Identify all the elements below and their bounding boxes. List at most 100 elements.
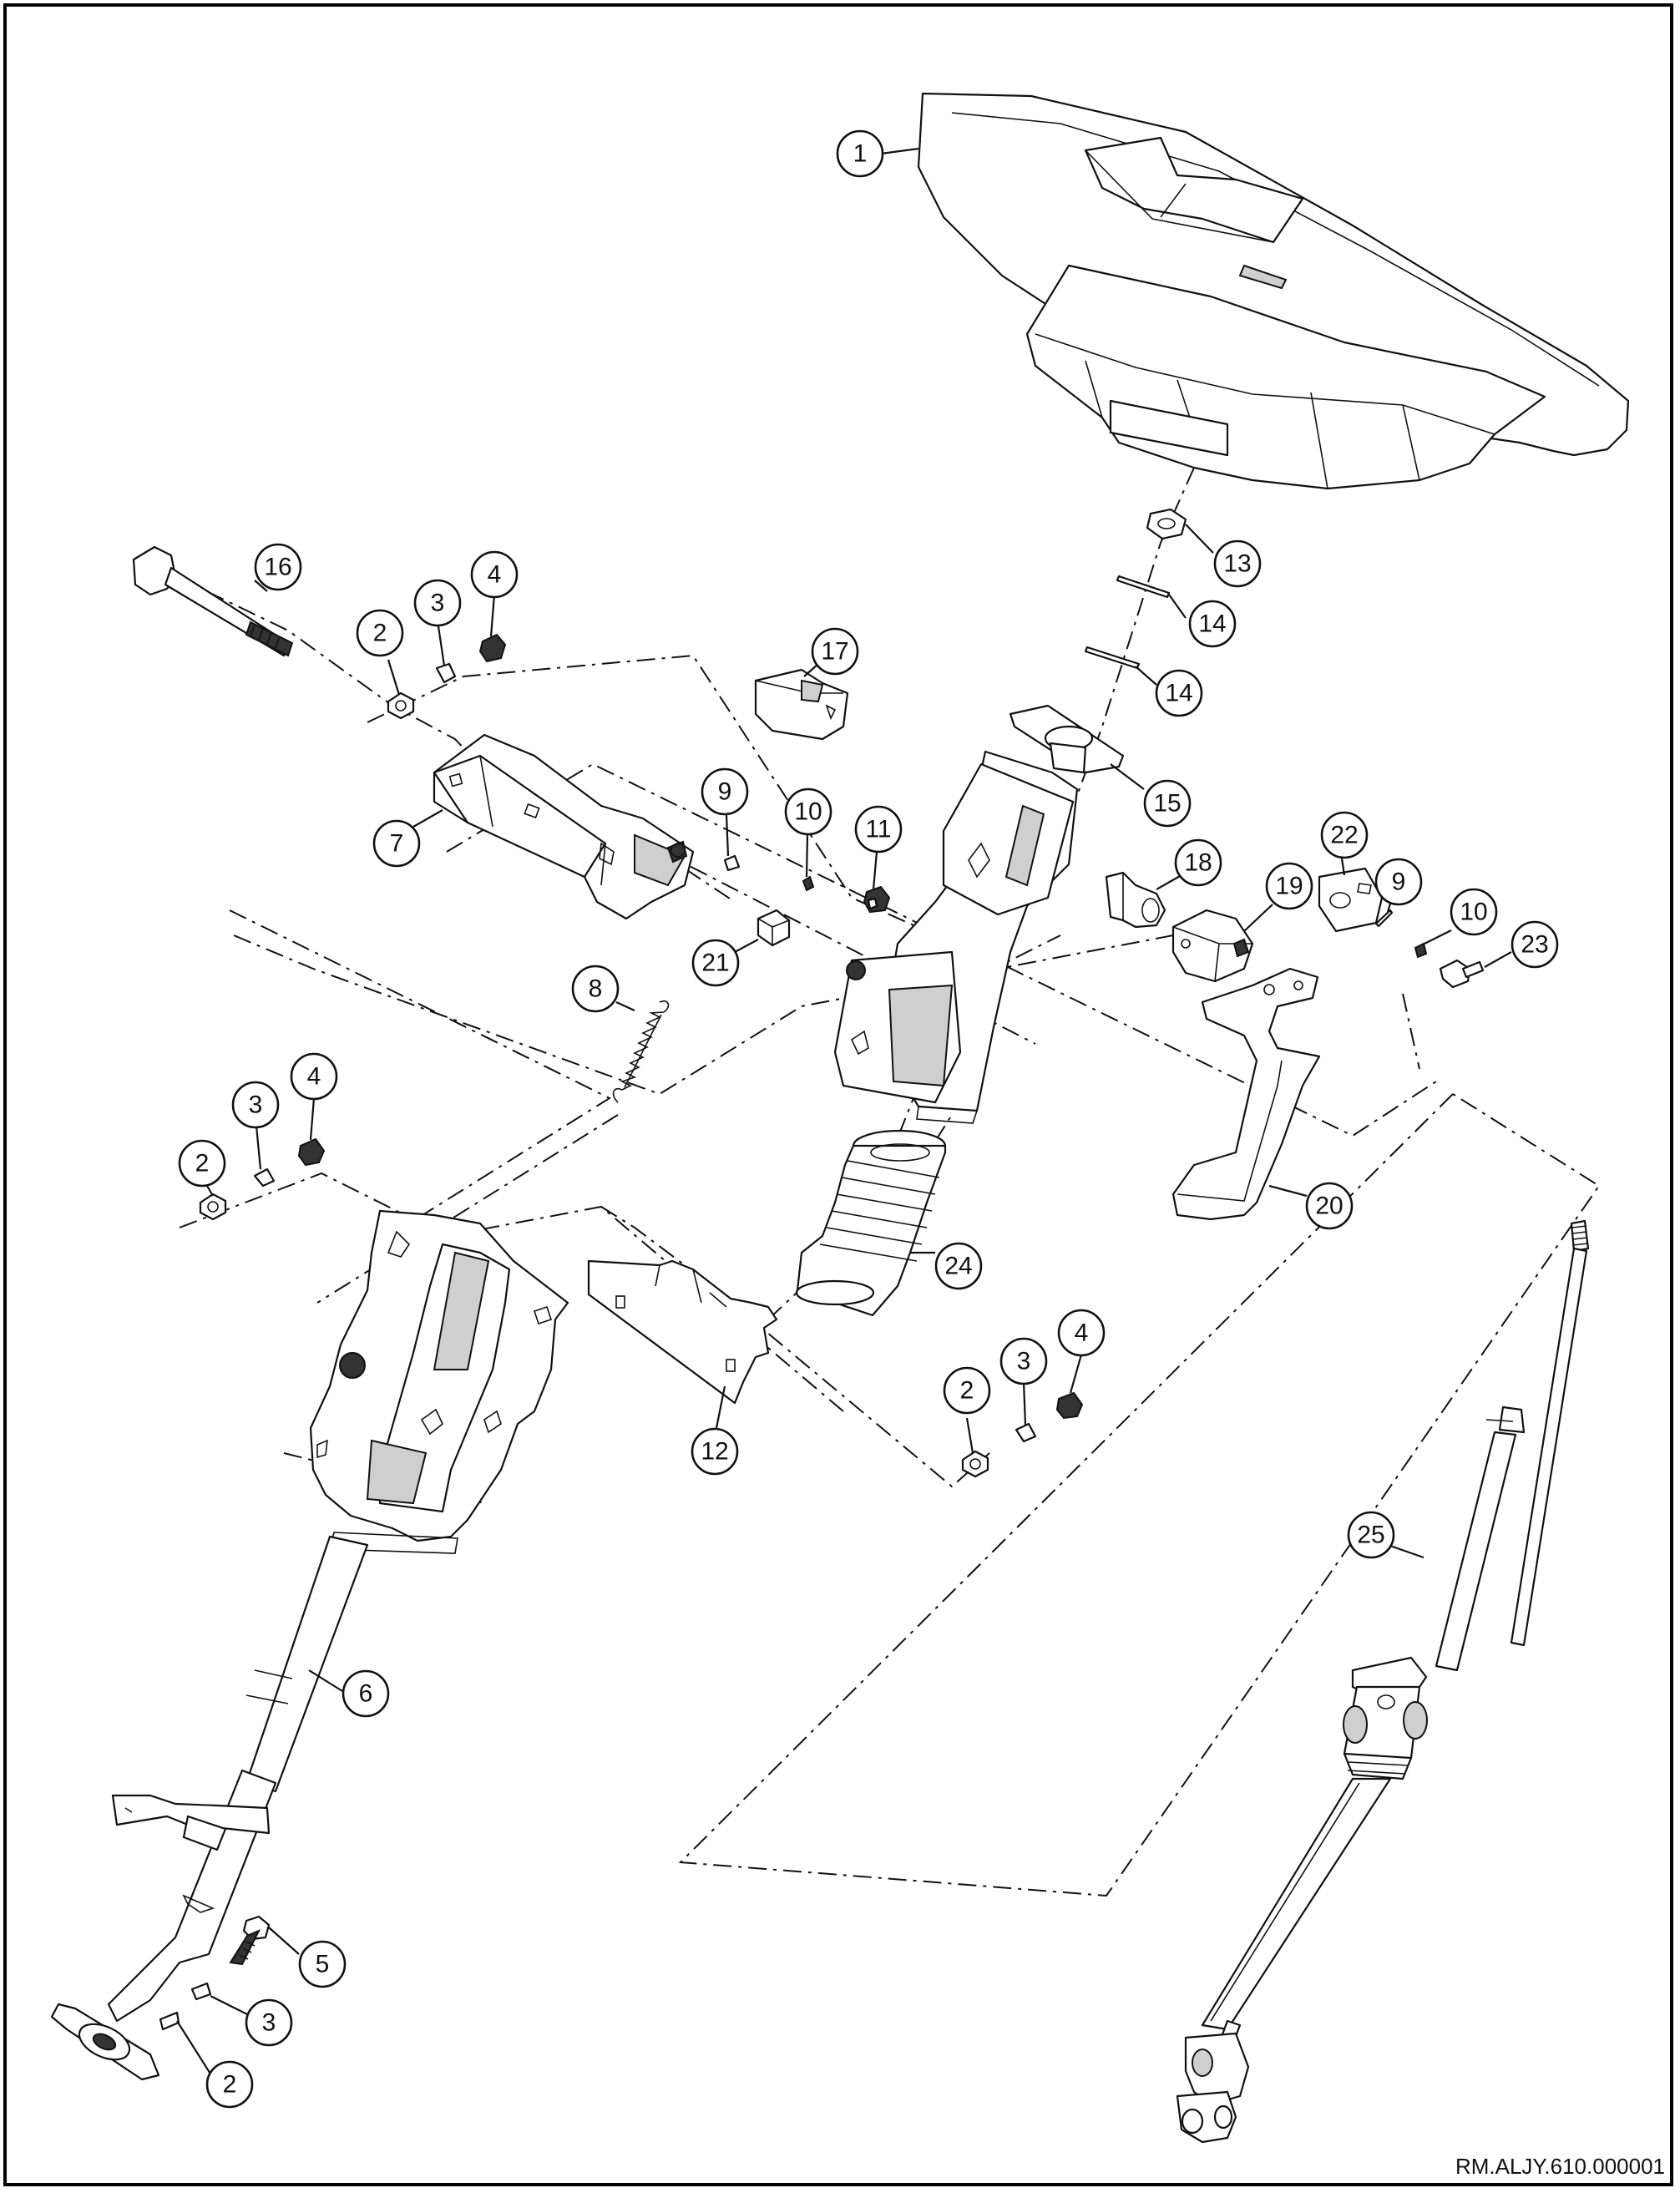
tilt-lever — [1171, 967, 1321, 1221]
callout-4-bottom-label: 4 — [1075, 1319, 1089, 1347]
callout-1-label: 1 — [853, 140, 868, 168]
washer-2-lower — [159, 2011, 180, 2031]
callout-13: 13 — [1213, 539, 1262, 588]
pivot-bushing-18 — [1105, 871, 1166, 929]
callout-18: 18 — [1174, 838, 1222, 887]
callout-14-lower-label: 14 — [1165, 680, 1192, 707]
callout-13-label: 13 — [1223, 550, 1251, 578]
callout-8-label: 8 — [589, 975, 603, 1003]
callout-2-upper-label: 2 — [373, 620, 387, 647]
callout-16: 16 — [254, 543, 302, 591]
washer-2-mid — [199, 1193, 227, 1221]
steering-wheel-nut — [1146, 508, 1187, 540]
spring-washer-lower — [1084, 646, 1141, 670]
tension-spring — [612, 1000, 670, 1103]
callout-20: 20 — [1305, 1182, 1354, 1230]
lever-plate-22 — [1318, 867, 1384, 933]
callout-14-upper: 14 — [1188, 600, 1237, 648]
nut-4-mid — [297, 1137, 326, 1167]
callout-leader-lines — [176, 147, 1512, 2079]
callout-18-label: 18 — [1184, 849, 1212, 877]
callout-11-label: 11 — [865, 816, 891, 843]
spring-washer-10-right — [1414, 942, 1428, 959]
callout-3-lower-label: 3 — [262, 2009, 276, 2037]
callout-6-label: 6 — [359, 1680, 373, 1708]
callout-22-label: 22 — [1330, 822, 1358, 849]
callout-19-label: 19 — [1275, 873, 1303, 900]
callout-7: 7 — [372, 819, 421, 868]
callout-4-bottom: 4 — [1057, 1309, 1106, 1357]
tilt-pivot-bracket — [433, 733, 695, 920]
callout-23-label: 23 — [1521, 931, 1548, 959]
lock-washer-3-mid — [253, 1167, 276, 1188]
callout-9-left: 9 — [701, 767, 749, 816]
nut-4-upper — [478, 633, 507, 663]
callout-17: 17 — [811, 627, 859, 676]
spring-washer-upper — [1116, 575, 1171, 599]
callout-15-label: 15 — [1153, 790, 1181, 818]
callout-5-label: 5 — [316, 1951, 330, 1978]
bolt-23 — [1439, 959, 1485, 989]
callout-22: 22 — [1320, 811, 1369, 859]
callout-21: 21 — [691, 939, 740, 987]
callout-4-upper: 4 — [470, 550, 519, 599]
callout-19: 19 — [1265, 862, 1313, 910]
callout-5: 5 — [298, 1940, 347, 1988]
callout-24-label: 24 — [944, 1253, 972, 1280]
nut-4-bottom — [1055, 1391, 1084, 1420]
callout-2-bottom-label: 2 — [960, 1377, 974, 1405]
bolt-5 — [229, 1915, 271, 1966]
mount-bracket-12 — [587, 1259, 778, 1405]
callout-10-right: 10 — [1450, 888, 1498, 936]
callout-24: 24 — [934, 1242, 983, 1290]
bolt-11 — [863, 885, 891, 914]
callout-2-lower: 2 — [205, 2060, 254, 2109]
callout-16-label: 16 — [264, 554, 291, 581]
drawing-frame — [3, 3, 1673, 2186]
callout-4-upper-label: 4 — [488, 561, 502, 589]
callout-3-lower: 3 — [245, 1998, 293, 2047]
callout-21-label: 21 — [701, 950, 729, 977]
callout-11: 11 — [854, 805, 903, 853]
intermediate-shaft — [1176, 1219, 1590, 2144]
callout-1: 1 — [836, 129, 884, 178]
callout-3-bottom-label: 3 — [1017, 1348, 1031, 1375]
bellows-boot — [795, 1129, 947, 1317]
upper-mount-clip — [754, 668, 849, 741]
washer-9-right — [1374, 909, 1394, 928]
steering-column-lower — [50, 1209, 569, 2081]
callout-12: 12 — [691, 1427, 739, 1476]
callout-25: 25 — [1347, 1511, 1395, 1559]
nut-21 — [757, 909, 791, 947]
lock-washer-3-lower — [190, 1982, 212, 2001]
callout-17-label: 17 — [821, 638, 848, 666]
callout-9-right-label: 9 — [1392, 869, 1406, 896]
callout-4-mid-label: 4 — [307, 1063, 321, 1091]
callout-25-label: 25 — [1357, 1522, 1384, 1549]
callout-23: 23 — [1510, 920, 1559, 969]
callout-2-mid: 2 — [178, 1139, 226, 1188]
callout-20-label: 20 — [1315, 1193, 1343, 1220]
washer-2-bottom — [961, 1450, 989, 1478]
spring-washer-10-left — [802, 875, 815, 892]
callout-10-right-label: 10 — [1460, 899, 1487, 926]
callout-3-mid: 3 — [231, 1081, 280, 1129]
lock-washer-3-bottom — [1015, 1422, 1037, 1443]
steering-wheel — [917, 92, 1630, 490]
callout-10-left: 10 — [784, 788, 832, 836]
drawing-reference-code: RM.ALJY.610.000001 — [1455, 2154, 1665, 2179]
callout-9-right: 9 — [1374, 858, 1423, 906]
callout-2-upper: 2 — [356, 609, 404, 657]
callout-3-upper-label: 3 — [431, 590, 445, 617]
callout-2-bottom: 2 — [943, 1366, 991, 1415]
callout-10-left-label: 10 — [794, 798, 822, 826]
callout-2-mid-label: 2 — [195, 1150, 210, 1178]
callout-3-mid-label: 3 — [249, 1091, 263, 1119]
washer-9-left — [723, 854, 741, 872]
callout-4-mid: 4 — [290, 1052, 338, 1101]
pivot-bolt — [132, 545, 294, 657]
callout-7-label: 7 — [390, 830, 404, 858]
column-top-flange — [1009, 704, 1125, 774]
